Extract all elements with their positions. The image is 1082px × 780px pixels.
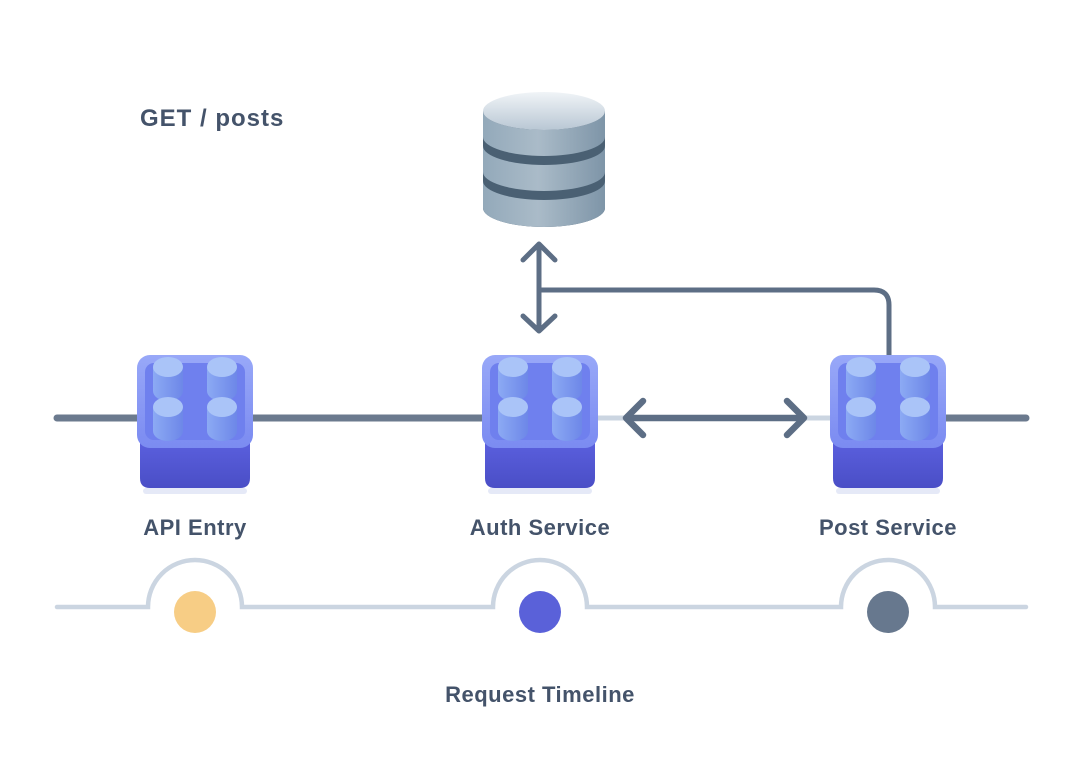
auth-post-double-arrow-icon [622, 397, 808, 439]
auth-service-brick-icon [482, 347, 598, 495]
api-entry-brick-icon [137, 347, 253, 495]
api-entry-label: API Entry [143, 515, 247, 540]
request-method-label: GET / posts [140, 105, 285, 132]
timeline-line [54, 557, 1029, 610]
post-service-brick-icon [830, 347, 946, 495]
auth-service-label: Auth Service [469, 515, 611, 540]
timeline-point-auth-service [519, 591, 561, 633]
database-icon [483, 92, 605, 227]
db-post-branch-line [536, 287, 892, 359]
request-timeline-label: Request Timeline [445, 682, 635, 707]
timeline-point-api-entry [174, 591, 216, 633]
post-service-label: Post Service [818, 515, 958, 540]
timeline-point-post-service [867, 591, 909, 633]
